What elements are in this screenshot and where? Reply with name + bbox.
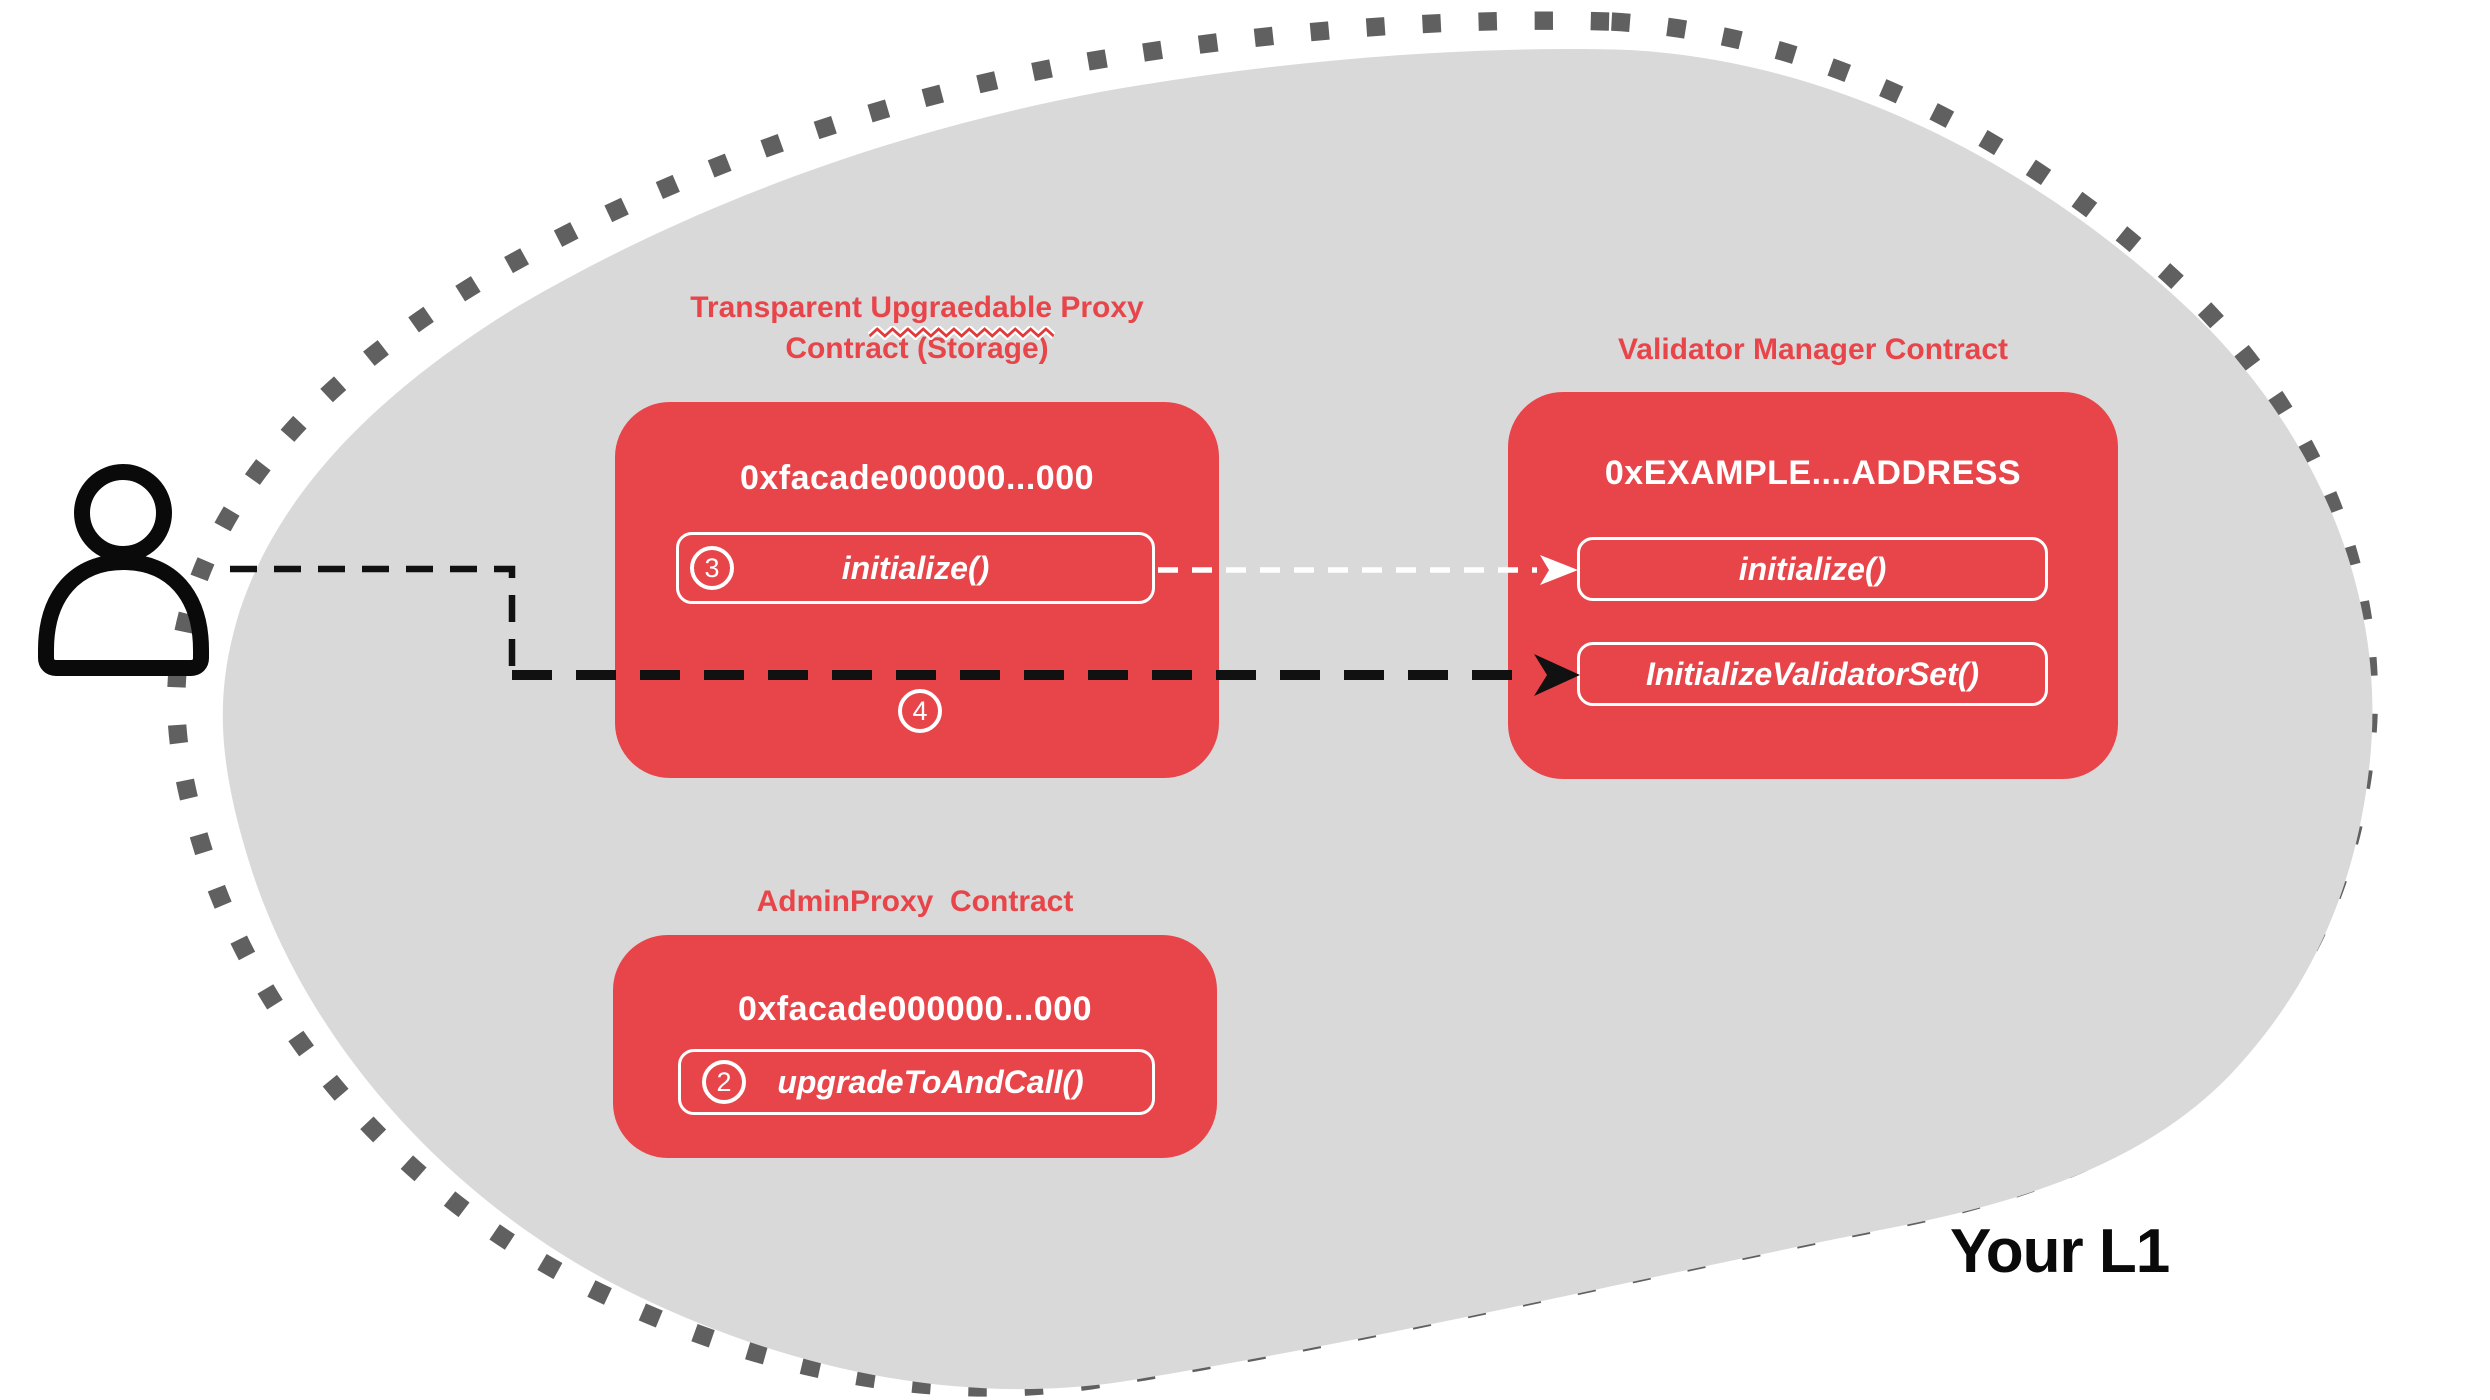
proxy-title-pre: Transparent bbox=[690, 291, 871, 324]
validator-manager-title: Validator Manager Contract bbox=[1617, 333, 2009, 366]
spellcheck-squiggle-icon bbox=[868, 325, 1056, 340]
proxy-initialize-function-pill: 3 initialize() bbox=[676, 532, 1155, 604]
proxy-title-post: Proxy bbox=[1052, 291, 1144, 324]
validator-initialize-label: initialize() bbox=[1738, 550, 1887, 587]
admin-upgrade-label: upgradeToAndCall() bbox=[777, 1063, 1084, 1100]
validator-manager-box: 0xEXAMPLE....ADDRESS initialize() Initia… bbox=[1508, 392, 2118, 779]
admin-proxy-box: 0xfacade000000...000 2 upgradeToAndCall(… bbox=[613, 935, 1217, 1158]
step-4-badge: 4 bbox=[898, 689, 942, 733]
proxy-initialize-label: initialize() bbox=[841, 549, 990, 586]
validator-initialize-validator-set-pill: InitializeValidatorSet() bbox=[1577, 642, 2048, 706]
admin-upgrade-function-pill: 2 upgradeToAndCall() bbox=[678, 1049, 1155, 1115]
step-2-badge: 2 bbox=[702, 1060, 746, 1104]
l1-label: Your L1 bbox=[1950, 1217, 2170, 1286]
admin-proxy-title: AdminProxy Contract bbox=[756, 885, 1074, 918]
validator-ivs-label: InitializeValidatorSet() bbox=[1645, 655, 1980, 692]
validator-manager-address: 0xEXAMPLE....ADDRESS bbox=[1604, 454, 2022, 492]
admin-proxy-address: 0xfacade000000...000 bbox=[737, 990, 1093, 1028]
step-3-badge: 3 bbox=[690, 546, 734, 590]
proxy-contract-box: 0xfacade000000...000 3 initialize() 4 bbox=[615, 402, 1219, 778]
proxy-contract-address: 0xfacade000000...000 bbox=[739, 459, 1095, 497]
validator-initialize-function-pill: initialize() bbox=[1577, 537, 2048, 601]
proxy-title-misspelled-word: Upgraedable bbox=[868, 288, 1056, 340]
